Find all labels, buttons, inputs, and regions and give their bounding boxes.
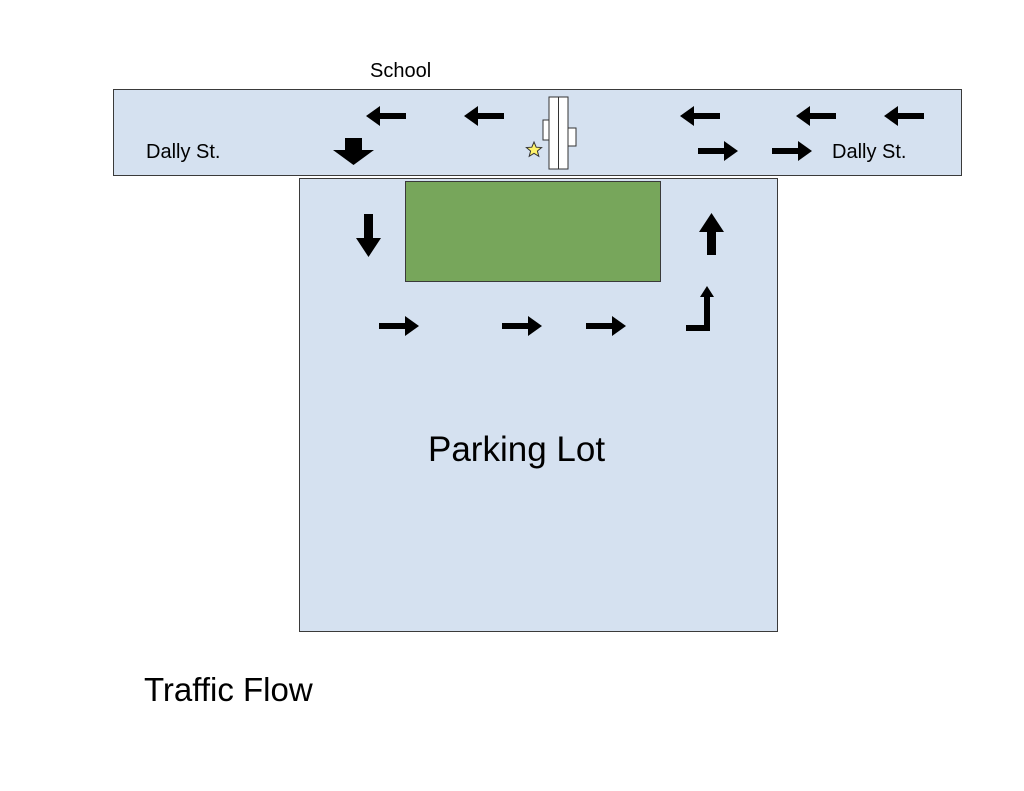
arrow-down-icon	[356, 214, 381, 257]
green-island	[405, 181, 661, 282]
crosswalk-icon	[542, 96, 577, 170]
arrow-right-icon	[502, 316, 542, 336]
arrow-right-icon	[586, 316, 626, 336]
arrow-left-icon	[680, 106, 720, 126]
arrow-up-icon	[699, 213, 724, 255]
arrow-down-icon	[333, 138, 374, 165]
arrow-left-icon	[464, 106, 504, 126]
parking-lot-label: Parking Lot	[428, 430, 606, 469]
diagram-title: Traffic Flow	[144, 671, 313, 708]
star-icon	[525, 140, 543, 158]
arrow-left-icon	[366, 106, 406, 126]
street-label-left: Dally St.	[146, 141, 221, 163]
dally-street	[113, 89, 962, 176]
arrow-right-icon	[698, 141, 738, 161]
street-label-right: Dally St.	[832, 141, 907, 163]
arrow-right-icon	[772, 141, 812, 161]
arrow-left-icon	[796, 106, 836, 126]
arrow-right-icon	[379, 316, 419, 336]
turn-up-icon	[686, 286, 714, 331]
school-label: School	[370, 60, 432, 82]
arrow-left-icon	[884, 106, 924, 126]
